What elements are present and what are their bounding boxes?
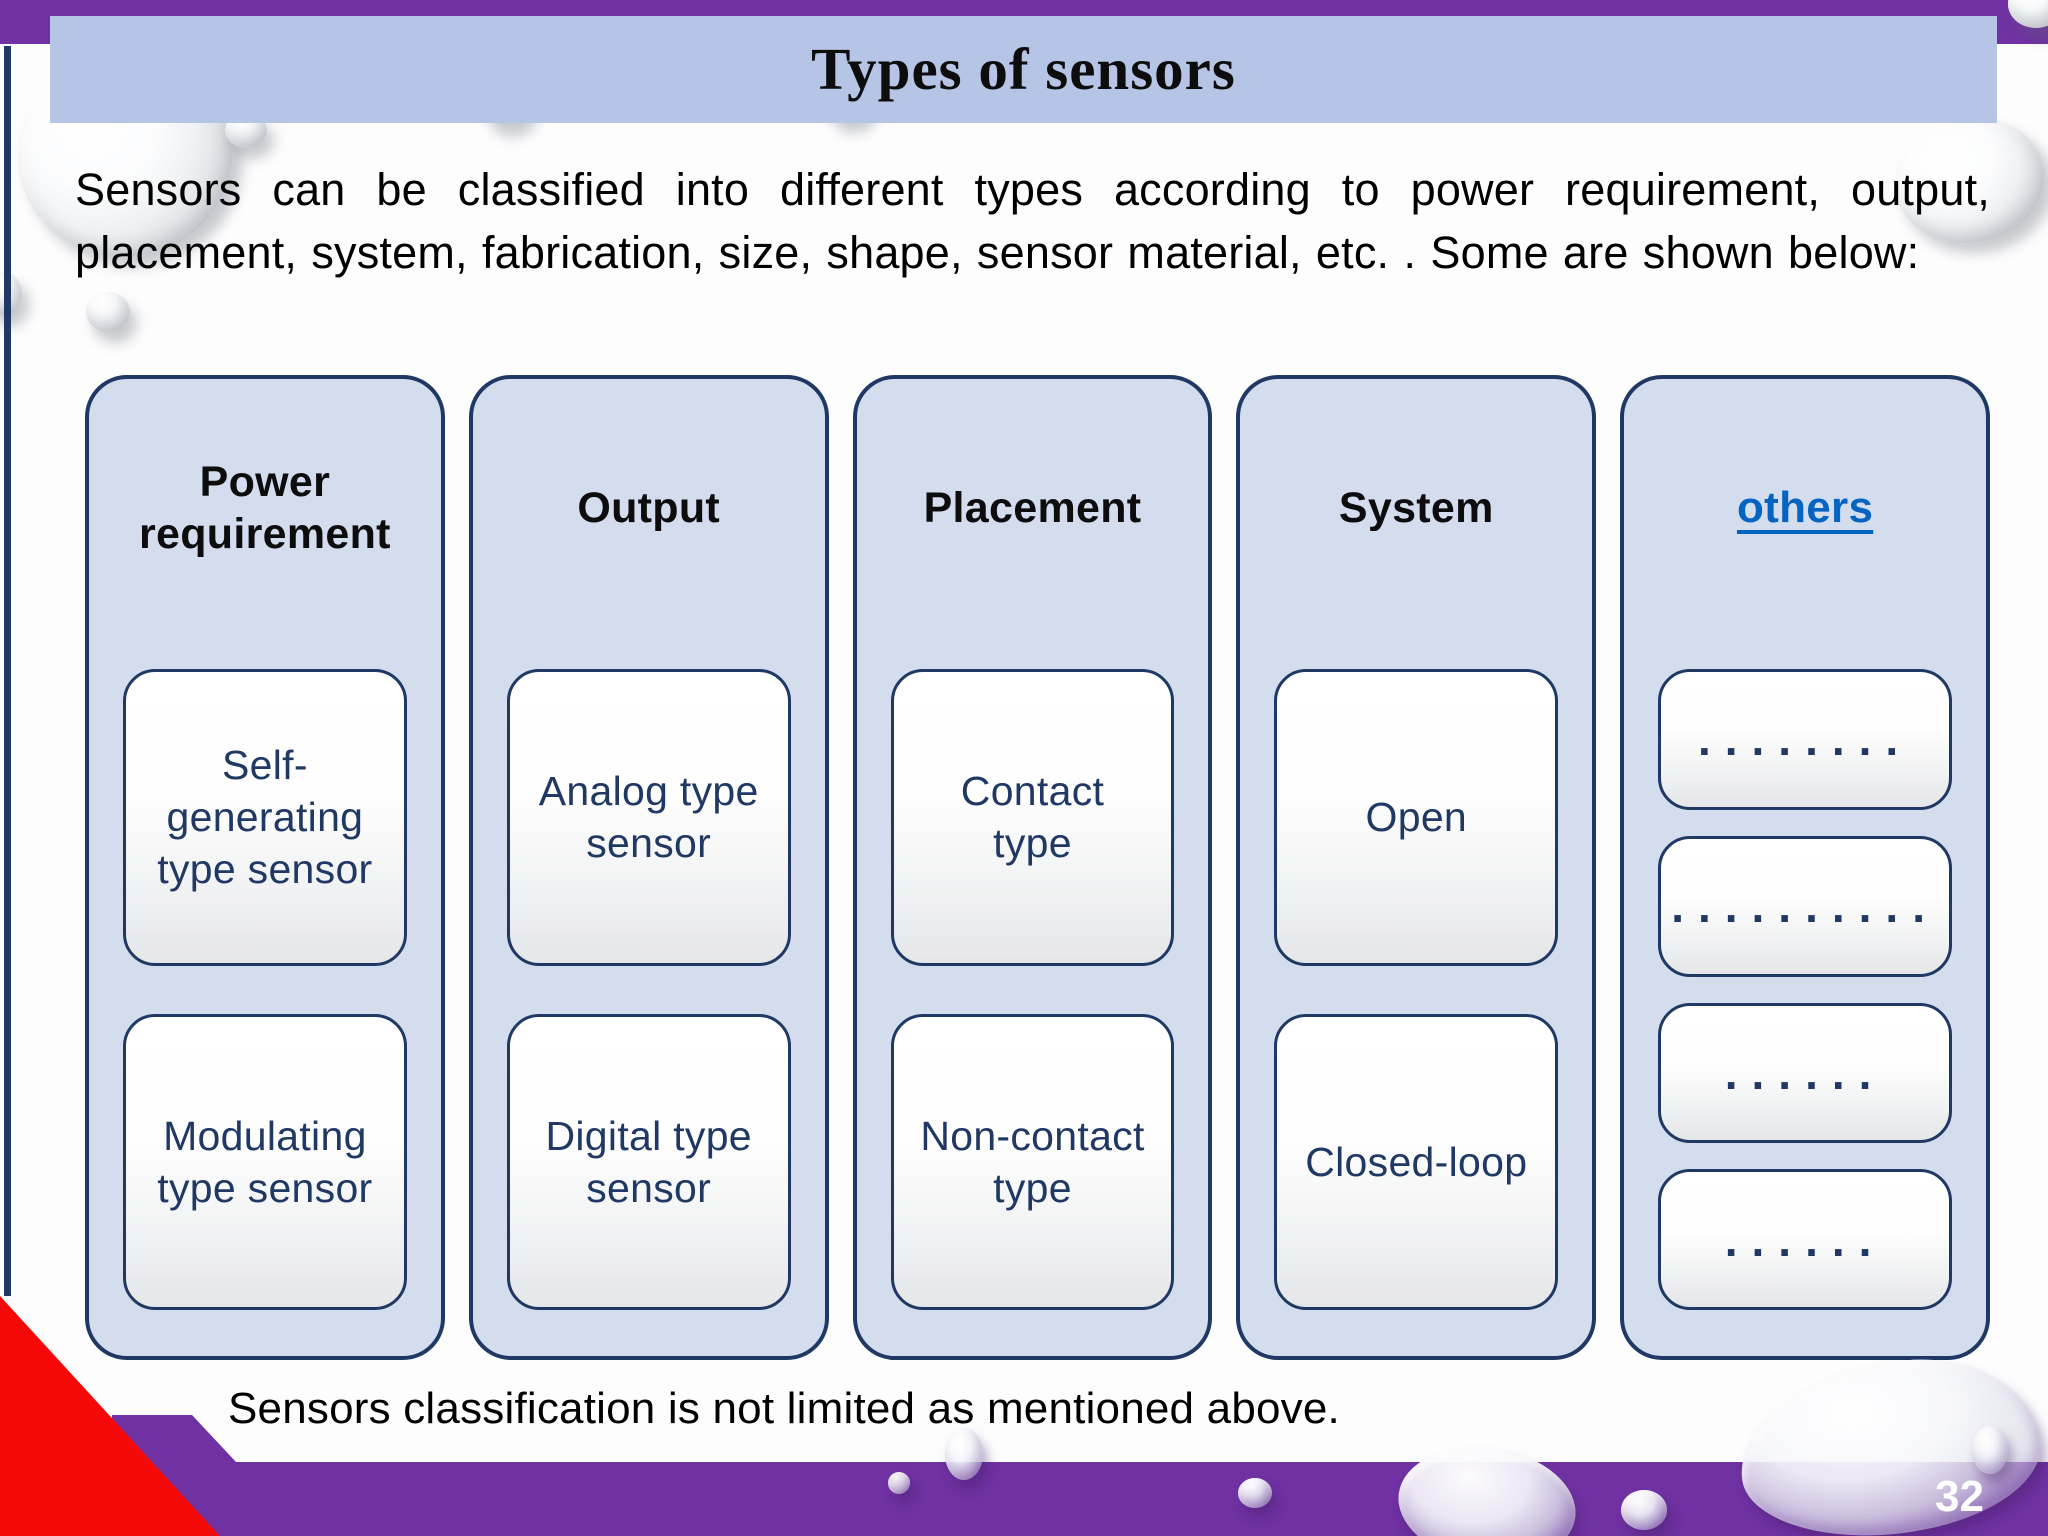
column-header: Power requirement [138,457,391,558]
placeholder-card: ........ [1658,669,1952,810]
card-list: Open Closed-loop [1274,669,1559,1310]
category-card: Self- generating type sensor [123,669,407,966]
footer-note: Sensors classification is not limited as… [228,1384,1340,1433]
title-bar: Types of sensors [50,16,1997,123]
placeholder-card: ...... [1658,1002,1952,1144]
card-label: Non-contact type [920,1112,1145,1211]
card-list: ........ .......... ...... ...... [1658,669,1952,1310]
category-card: Closed-loop [1274,1013,1559,1310]
category-card: Contact type [890,669,1175,966]
column-output: Output Analog type sensor Digital type s… [468,375,829,1360]
category-card: Analog type sensor [506,669,791,966]
category-card: Modulating type sensor [123,1013,407,1310]
water-droplet-icon [86,292,130,332]
category-card: Non-contact type [890,1013,1175,1310]
card-label: Contact type [960,768,1105,867]
card-list: Analog type sensor Digital type sensor [506,669,791,1310]
column-header: Placement [923,483,1142,532]
card-label: Closed-loop [1305,1138,1528,1185]
dots-placeholder: .......... [1671,880,1939,933]
others-link[interactable]: others [1736,483,1874,533]
placeholder-card: .......... [1658,835,1952,977]
card-list: Self- generating type sensor Modulating … [123,669,407,1310]
category-card: Open [1274,669,1559,966]
dots-placeholder: ...... [1724,1213,1886,1266]
column-others: others ........ .......... ...... ...... [1620,375,1990,1360]
sensor-type-columns: Power requirement Self- generating type … [85,375,1990,1360]
dots-placeholder: ...... [1724,1046,1886,1099]
column-header: System [1338,483,1494,532]
column-power-requirement: Power requirement Self- generating type … [85,375,445,1360]
page-title: Types of sensors [811,36,1236,102]
page-number: 32 [1935,1472,1984,1521]
category-card: Digital type sensor [506,1013,791,1310]
left-edge-accent-line [4,46,11,1296]
card-list: Contact type Non-contact type [890,669,1175,1310]
card-label: Modulating type sensor [157,1112,373,1211]
card-label: Analog type sensor [538,768,759,867]
dots-placeholder: ........ [1697,713,1913,766]
intro-paragraph: Sensors can be classified into different… [75,164,1990,278]
card-label: Self- generating type sensor [157,742,373,893]
card-label: Open [1365,794,1468,841]
placeholder-card: ...... [1658,1169,1952,1310]
column-placement: Placement Contact type Non-contact type [852,375,1213,1360]
column-header: Output [577,483,721,532]
column-system: System Open Closed-loop [1236,375,1597,1360]
card-label: Digital type sensor [545,1112,752,1211]
